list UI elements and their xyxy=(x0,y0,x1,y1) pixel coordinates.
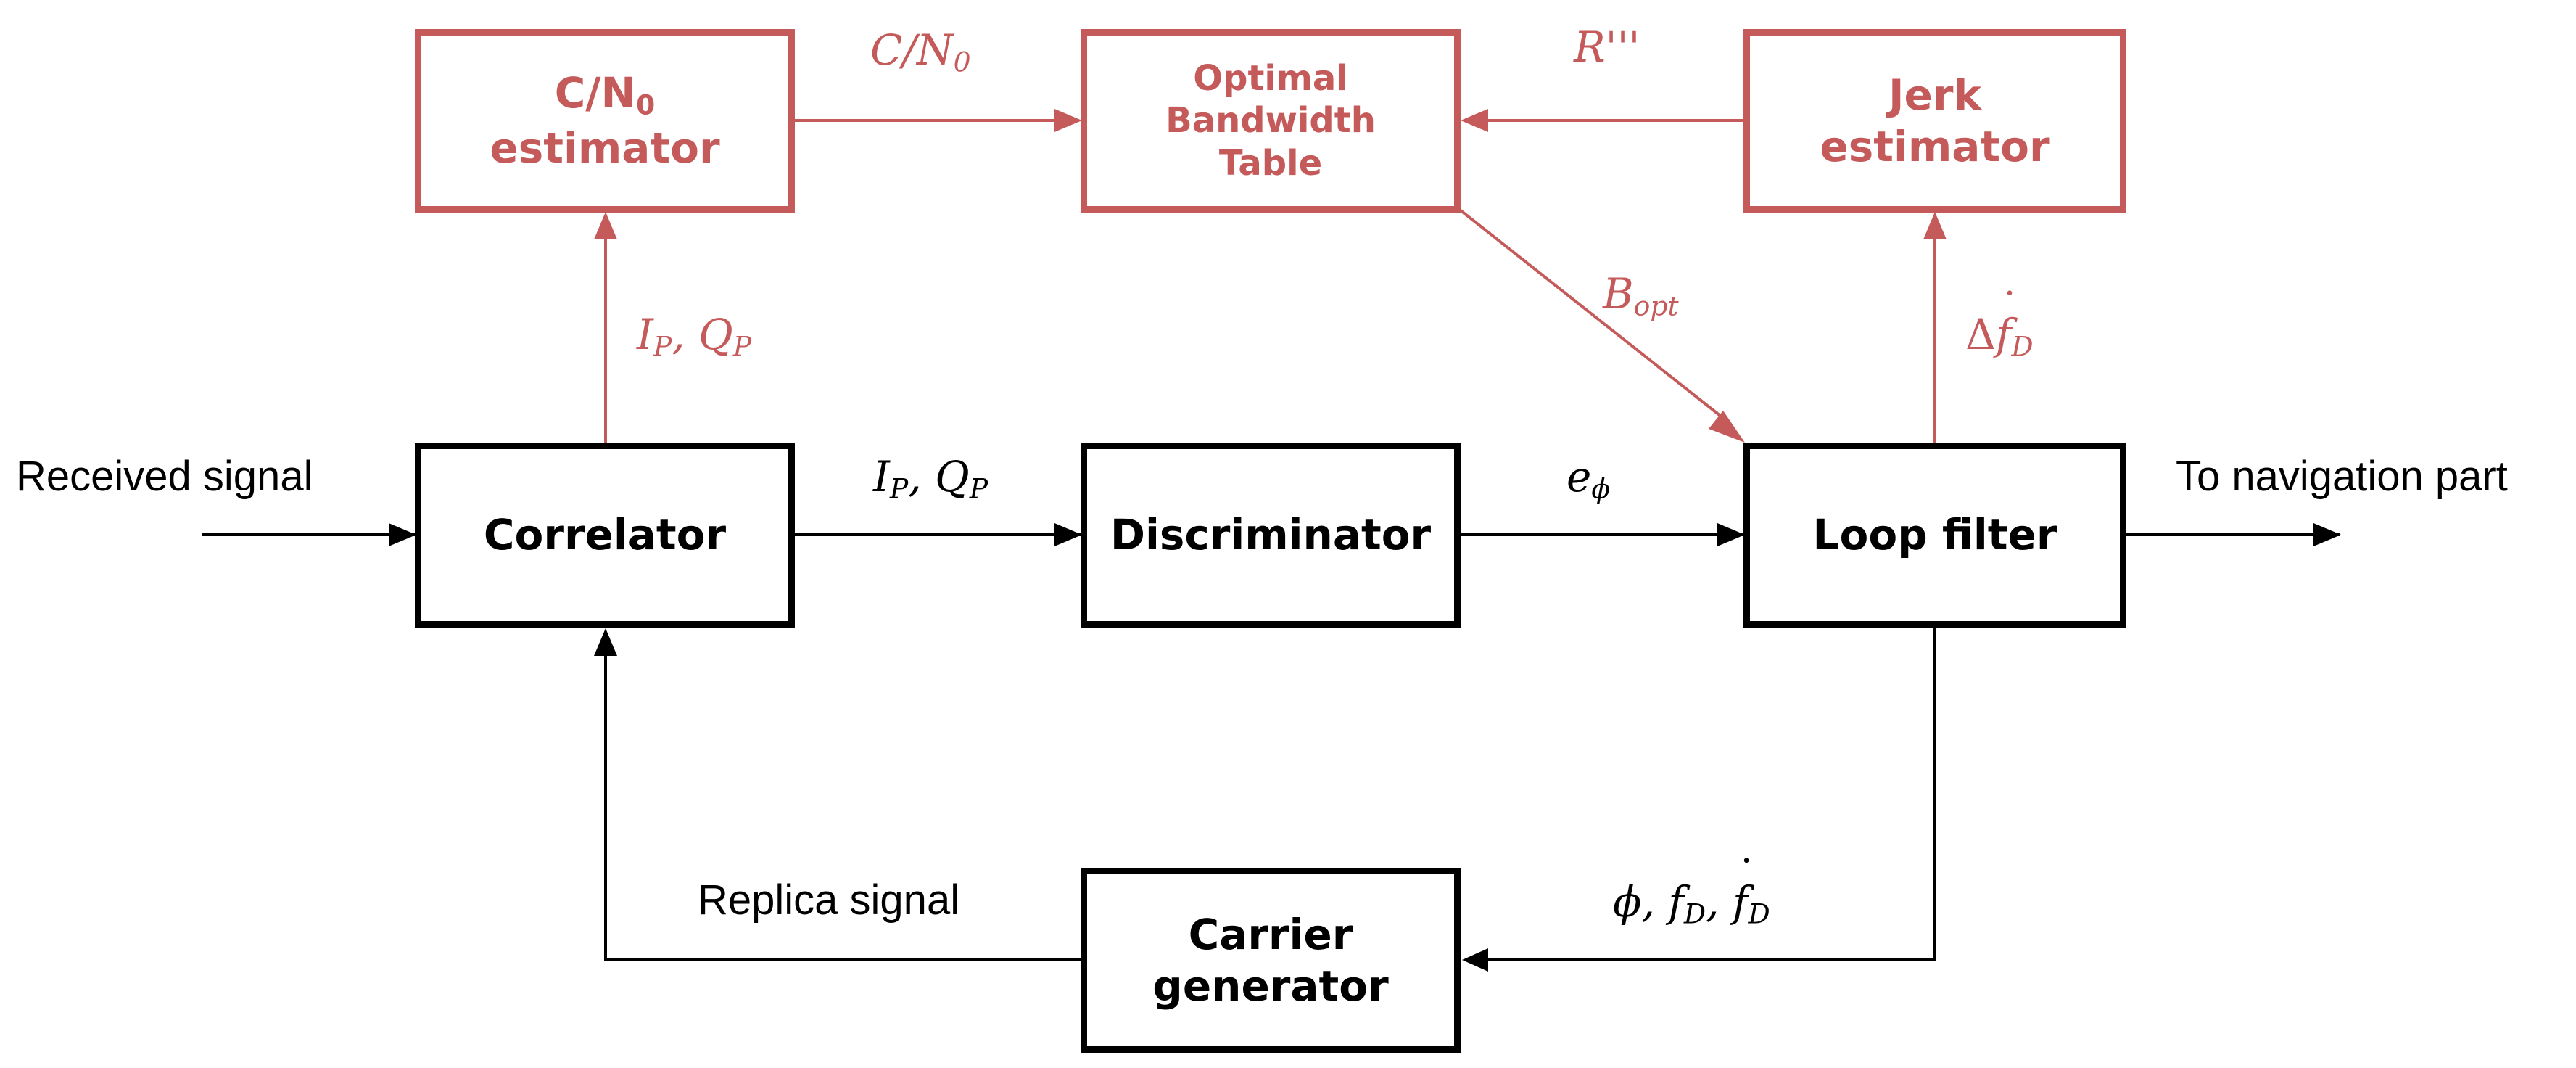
arrow-head-to-jerk xyxy=(1923,212,1947,239)
arrow-head-from-jerk xyxy=(1461,109,1488,132)
e-phi-label: eϕ xyxy=(1566,452,1611,505)
phi-fd-label: ϕ, fD, fD xyxy=(1613,855,1770,928)
correlator-label: Correlator xyxy=(483,510,727,560)
discriminator-label: Discriminator xyxy=(1110,510,1432,560)
received-signal-label: Received signal xyxy=(16,453,313,500)
correlator-box: Correlator xyxy=(415,443,795,628)
carrier-generator-line-1: Carrier xyxy=(1188,909,1353,959)
table-line-1: Optimal xyxy=(1193,57,1348,99)
arrow-head-received xyxy=(389,523,416,546)
jerk-estimator-line-2: estimator xyxy=(1820,121,2050,171)
arrow-head-navigation xyxy=(2313,523,2341,546)
carrier-generator-line-2: generator xyxy=(1152,961,1389,1011)
cn0-estimator-title: C/N0 xyxy=(554,68,656,121)
delta-fd-dot-label: ΔfD xyxy=(1965,287,2034,361)
loop-filter-box: Loop filter xyxy=(1743,443,2126,628)
ip-qp-label: IP, QP xyxy=(873,452,988,505)
cn0-signal-label: C/N0 xyxy=(870,25,971,78)
arrow-head-to-table xyxy=(1054,109,1082,132)
jerk-estimator-line-1: Jerk xyxy=(1888,70,1982,120)
arrow-head-to-cn0 xyxy=(594,212,617,239)
arrow-head-to-carrier xyxy=(1462,948,1488,972)
arrow-head-to-correlator xyxy=(594,628,617,656)
cn0-estimator-box: C/N0 estimator xyxy=(415,29,795,213)
table-line-3: Table xyxy=(1218,142,1323,184)
carrier-generator-box: Carrier generator xyxy=(1081,868,1461,1053)
cn0-estimator-subtitle: estimator xyxy=(490,123,720,173)
arrow-head-discriminator-loopfilter xyxy=(1717,523,1745,546)
arrow-table-to-loop-filter xyxy=(1459,209,1732,425)
arrow-head-correlator-discriminator xyxy=(1054,523,1082,546)
jerk-estimator-box: Jerk estimator xyxy=(1743,29,2126,213)
discriminator-box: Discriminator xyxy=(1081,443,1461,628)
optimal-bandwidth-table-box: Optimal Bandwidth Table xyxy=(1081,29,1461,213)
b-opt-label: Bopt xyxy=(1603,269,1679,322)
loop-filter-label: Loop filter xyxy=(1812,510,2057,560)
arrow-head-bopt xyxy=(1709,411,1745,443)
replica-signal-label: Replica signal xyxy=(698,876,960,924)
arrow-loop-filter-to-carrier-generator xyxy=(1488,627,1936,961)
to-navigation-label: To navigation part xyxy=(2176,453,2508,500)
ip-qp-feedback-label: IP, QP xyxy=(637,310,752,363)
r-triple-prime-label: R''' xyxy=(1574,22,1640,72)
arrow-carrier-to-correlator xyxy=(604,653,1082,961)
table-line-2: Bandwidth xyxy=(1165,100,1376,141)
